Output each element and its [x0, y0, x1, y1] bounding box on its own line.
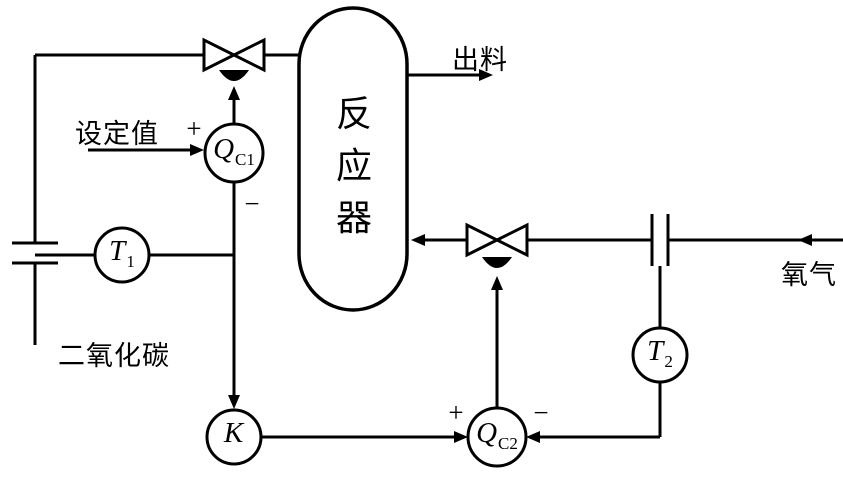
pipe-lines — [33, 53, 843, 439]
arrow-k-to-qc2 — [454, 431, 468, 443]
arrow-outflow — [479, 69, 493, 81]
qc1-main: Q — [213, 133, 235, 166]
controller-qc1-label: QC1 — [213, 133, 255, 170]
arrow-oxygen-inlet — [798, 234, 812, 246]
k-main: K — [223, 417, 244, 450]
qc1-circle — [203, 122, 265, 184]
flow-sensor-co2 — [12, 241, 58, 265]
t1-sub: 1 — [126, 252, 135, 272]
control-valve-oxygen — [465, 222, 529, 268]
valve-actuator-oxygen — [482, 257, 512, 268]
arrow-qc2-to-valve — [491, 276, 503, 290]
ratio-k-label: K — [224, 417, 244, 454]
t1-main: T — [109, 235, 126, 268]
arrow-setpoint-to-qc1 — [190, 144, 204, 156]
valve-actuator-co2 — [219, 70, 249, 81]
setpoint-label: 设定值 — [75, 119, 159, 149]
qc2-main: Q — [476, 417, 498, 450]
reactor-label: 反应器 — [335, 93, 372, 238]
qc2-plus-sign: + — [448, 397, 464, 428]
flow-sensor-oxygen — [650, 214, 670, 266]
arrowheads — [190, 69, 812, 443]
oxygen-label: 氧气 — [781, 260, 837, 290]
t2-sub: 2 — [664, 352, 673, 372]
t2-main: T — [647, 335, 664, 368]
control-valve-co2 — [202, 37, 266, 81]
carbon-dioxide-label: 二氧化碳 — [58, 341, 170, 371]
outflow-label: 出料 — [452, 45, 508, 75]
transmitter-t2-label: T2 — [647, 335, 673, 372]
k-circle — [205, 408, 263, 466]
arrow-oxygen-into-reactor — [411, 234, 425, 246]
transmitter-t1-label: T1 — [109, 235, 135, 272]
arrow-t2-to-qc2 — [526, 431, 540, 443]
controller-qc2-label: QC2 — [476, 417, 518, 454]
qc2-minus-sign: − — [533, 397, 549, 428]
qc1-sub: C1 — [235, 150, 255, 170]
qc2-sub: C2 — [498, 434, 518, 454]
arrow-qc1-to-valve — [228, 86, 240, 100]
arrow-junction-to-k — [228, 395, 240, 409]
qc2-circle — [466, 406, 528, 468]
t2-circle — [631, 326, 689, 384]
instrument-circles — [93, 122, 689, 468]
qc1-plus-sign: + — [186, 113, 202, 144]
t1-circle — [93, 226, 151, 284]
qc1-minus-sign: − — [244, 188, 260, 219]
reactor-vessel — [297, 6, 409, 312]
